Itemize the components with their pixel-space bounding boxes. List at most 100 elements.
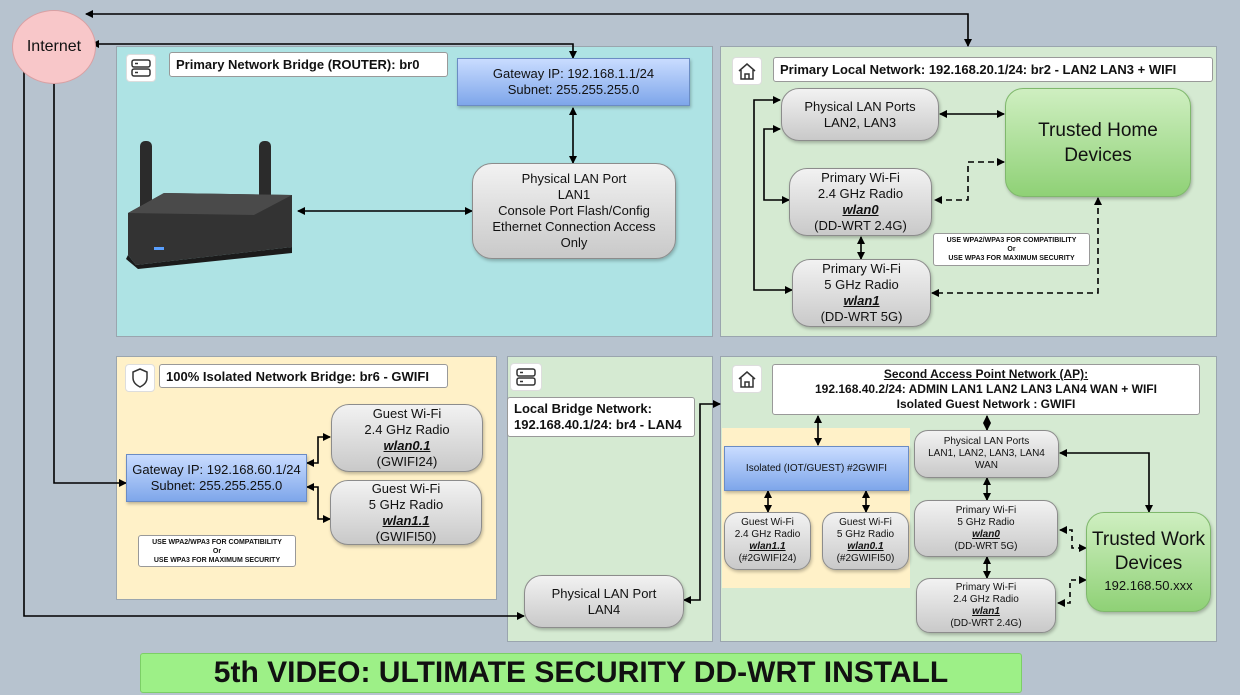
ag24-iface: wlan1.1 bbox=[749, 541, 786, 552]
gnote-line3: USE WPA3 FOR MAXIMUM SECURITY bbox=[153, 556, 281, 564]
guest-wifi-5: Guest Wi-Fi 5 GHz Radio wlan1.1 (GWIFI50… bbox=[330, 480, 482, 545]
ap24-line4: (DD-WRT 2.4G) bbox=[950, 617, 1022, 629]
ag5-iface: wlan0.1 bbox=[847, 541, 884, 552]
ap-lan-line2: LAN1, LAN2, LAN3, LAN4 bbox=[928, 448, 1045, 459]
ap5-line1: Primary Wi-Fi bbox=[955, 504, 1017, 516]
local-lan-ports: Physical LAN Ports LAN2, LAN3 bbox=[781, 88, 939, 141]
note-line2: Or bbox=[1007, 246, 1016, 253]
gwifi5-line1: Guest Wi-Fi bbox=[371, 480, 441, 496]
wifi24-line2: 2.4 GHz Radio bbox=[817, 186, 904, 201]
local-panel-title: Primary Local Network: 192.168.20.1/24: … bbox=[773, 57, 1213, 82]
router-panel-title: Primary Network Bridge (ROUTER): br0 bbox=[169, 52, 448, 77]
gwifi24-line2: 2.4 GHz Radio bbox=[364, 422, 450, 437]
local-wifi-5: Primary Wi-Fi 5 GHz Radio wlan1 (DD-WRT … bbox=[792, 259, 931, 327]
ap24-iface: wlan1 bbox=[972, 605, 1000, 617]
ap-title-line2: 192.168.40.2/24: ADMIN LAN1 LAN2 LAN3 LA… bbox=[815, 382, 1157, 396]
lan-ports-line1: Physical LAN Ports bbox=[804, 98, 916, 114]
trusted-home-devices: Trusted Home Devices bbox=[1005, 88, 1191, 197]
ap-lan-line1: Physical LAN Ports bbox=[943, 436, 1030, 447]
lan-line5: Only bbox=[560, 235, 588, 250]
ap-guest-5: Guest Wi-Fi 5 GHz Radio wlan0.1 (#2GWIFI… bbox=[822, 512, 909, 570]
home-icon bbox=[732, 57, 762, 85]
ap-guest-24: Guest Wi-Fi 2.4 GHz Radio wlan1.1 (#2GWI… bbox=[724, 512, 811, 570]
ap-title-line1: Second Access Point Network (AP): bbox=[883, 367, 1089, 381]
gwifi24-iface: wlan0.1 bbox=[383, 438, 431, 453]
ag5-line1: Guest Wi-Fi bbox=[839, 517, 892, 528]
shield-icon bbox=[125, 364, 155, 392]
ap24-line1: Primary Wi-Fi bbox=[955, 581, 1017, 593]
note-line3: USE WPA3 FOR MAXIMUM SECURITY bbox=[948, 255, 1075, 262]
guest-gateway-box: Gateway IP: 192.168.60.1/24 Subnet: 255.… bbox=[126, 454, 307, 502]
ap24-line2: 2.4 GHz Radio bbox=[953, 593, 1019, 605]
lan4-line1: Physical LAN Port bbox=[551, 585, 657, 601]
gwifi5-iface: wlan1.1 bbox=[382, 512, 430, 528]
trusted-home-line1: Trusted Home bbox=[1038, 119, 1158, 141]
ap-lan-ports: Physical LAN Ports LAN1, LAN2, LAN3, LAN… bbox=[914, 430, 1059, 478]
ap5-line4: (DD-WRT 5G) bbox=[954, 540, 1018, 552]
trusted-work-subnet: 192.168.50.xxx bbox=[1104, 578, 1193, 593]
lan4-line2: LAN4 bbox=[587, 601, 621, 617]
trusted-home-line2: Devices bbox=[1064, 144, 1132, 166]
gnote-line2: Or bbox=[212, 547, 222, 555]
bridge-title-line1: Local Bridge Network: bbox=[514, 401, 652, 416]
note-line1: USE WPA2/WPA3 FOR COMPATIBILITY bbox=[946, 237, 1077, 244]
ag24-line2: 2.4 GHz Radio bbox=[734, 529, 801, 540]
local-wifi-24: Primary Wi-Fi 2.4 GHz Radio wlan0 (DD-WR… bbox=[789, 168, 932, 236]
ap5-line2: 5 GHz Radio bbox=[957, 516, 1015, 528]
home-icon bbox=[732, 365, 762, 393]
ap5-iface: wlan0 bbox=[972, 528, 1000, 540]
bridge-title-line2: 192.168.40.1/24: br4 - LAN4 bbox=[514, 417, 682, 432]
trusted-work-devices: Trusted Work Devices 192.168.50.xxx bbox=[1086, 512, 1211, 612]
ag5-line2: 5 GHz Radio bbox=[836, 529, 895, 540]
bridge-lan4-port: Physical LAN Port LAN4 bbox=[524, 575, 684, 628]
gwifi24-line1: Guest Wi-Fi bbox=[372, 406, 442, 421]
gwifi5-line2: 5 GHz Radio bbox=[368, 496, 444, 512]
router-lan1-port: Physical LAN Port LAN1 Console Port Flas… bbox=[472, 163, 676, 259]
bridge-panel-title: Local Bridge Network: 192.168.40.1/24: b… bbox=[507, 397, 695, 437]
video-title-banner: 5th VIDEO: ULTIMATE SECURITY DD-WRT INST… bbox=[140, 653, 1022, 693]
wifi5-line4: (DD-WRT 5G) bbox=[820, 309, 903, 324]
local-security-note: USE WPA2/WPA3 FOR COMPATIBILITY Or USE W… bbox=[933, 233, 1090, 266]
ag24-line1: Guest Wi-Fi bbox=[741, 517, 794, 528]
wifi5-line1: Primary Wi-Fi bbox=[822, 261, 901, 276]
ag24-line4: (#2GWIFI24) bbox=[738, 553, 797, 564]
server-icon bbox=[126, 54, 156, 82]
gateway-ip: Gateway IP: 192.168.1.1/24 bbox=[492, 66, 655, 81]
internet-label: Internet bbox=[26, 38, 82, 55]
ap-isolated-box: Isolated (IOT/GUEST) #2GWIFI bbox=[724, 446, 909, 491]
guest-gateway-subnet: Subnet: 255.255.255.0 bbox=[150, 478, 283, 493]
guest-gateway-ip: Gateway IP: 192.168.60.1/24 bbox=[132, 462, 301, 477]
ag5-line4: (#2GWIFI50) bbox=[836, 553, 895, 564]
ap-primary-24: Primary Wi-Fi 2.4 GHz Radio wlan1 (DD-WR… bbox=[916, 578, 1056, 633]
guest-panel-title: 100% Isolated Network Bridge: br6 - GWIF… bbox=[159, 364, 448, 388]
guest-wifi-24: Guest Wi-Fi 2.4 GHz Radio wlan0.1 (GWIFI… bbox=[331, 404, 483, 472]
isolated-label: Isolated (IOT/GUEST) #2GWIFI bbox=[745, 462, 888, 474]
wifi5-line2: 5 GHz Radio bbox=[824, 277, 899, 292]
trusted-work-line1: Trusted Work bbox=[1092, 529, 1205, 550]
router-gateway-box: Gateway IP: 192.168.1.1/24 Subnet: 255.2… bbox=[457, 58, 690, 106]
server-icon bbox=[510, 363, 542, 391]
lan-line2: LAN1 bbox=[557, 187, 591, 202]
gwifi24-line4: (GWIFI24) bbox=[376, 454, 438, 469]
trusted-work-line2: Devices bbox=[1114, 553, 1183, 574]
ap-lan-line3: WAN bbox=[975, 460, 998, 471]
lan-line4: Ethernet Connection Access bbox=[492, 219, 656, 234]
wifi24-iface: wlan0 bbox=[842, 202, 879, 217]
wifi24-line1: Primary Wi-Fi bbox=[821, 170, 900, 185]
guest-security-note: USE WPA2/WPA3 FOR COMPATIBILITY Or USE W… bbox=[138, 535, 296, 567]
lan-line1: Physical LAN Port bbox=[521, 171, 627, 186]
gateway-subnet: Subnet: 255.255.255.0 bbox=[507, 82, 640, 97]
lan-line3: Console Port Flash/Config bbox=[498, 203, 650, 218]
ap-title-line3: Isolated Guest Network : GWIFI bbox=[896, 397, 1076, 411]
lan-ports-line2: LAN2, LAN3 bbox=[823, 114, 897, 130]
gnote-line1: USE WPA2/WPA3 FOR COMPATIBILITY bbox=[152, 538, 282, 546]
ap-primary-5: Primary Wi-Fi 5 GHz Radio wlan0 (DD-WRT … bbox=[914, 500, 1058, 557]
router-device-image bbox=[126, 141, 292, 269]
ap-panel-title: Second Access Point Network (AP): 192.16… bbox=[772, 364, 1200, 415]
gwifi5-line4: (GWIFI50) bbox=[375, 528, 437, 544]
internet-node: Internet bbox=[12, 10, 96, 84]
wifi5-iface: wlan1 bbox=[843, 293, 880, 308]
banner-text: 5th VIDEO: ULTIMATE SECURITY DD-WRT INST… bbox=[213, 656, 949, 689]
wifi24-line4: (DD-WRT 2.4G) bbox=[814, 218, 907, 233]
